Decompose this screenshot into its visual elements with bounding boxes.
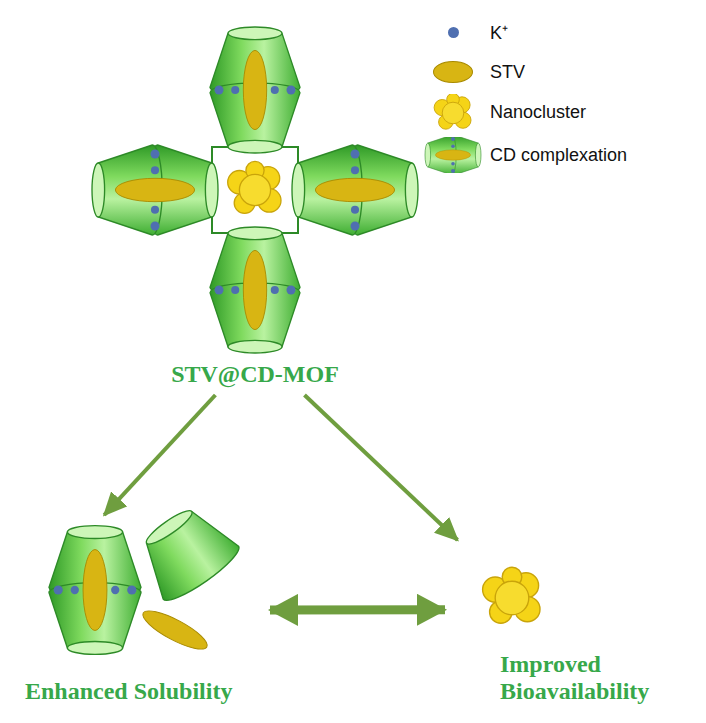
solubility-panel: Enhanced Solubility bbox=[15, 515, 270, 710]
legend-swatch bbox=[433, 61, 473, 83]
legend-swatch bbox=[448, 27, 459, 38]
flow-arrow bbox=[305, 395, 458, 540]
legend-entry: Nanocluster bbox=[422, 92, 702, 132]
panel-label: Improved Bioavailability bbox=[500, 651, 695, 706]
cd-complex-symbol bbox=[422, 137, 484, 173]
legend-label: STV bbox=[490, 62, 525, 83]
panel-label: STV@CD-MOF bbox=[90, 361, 420, 389]
legend-label: Nanocluster bbox=[490, 102, 586, 123]
legend-sample bbox=[422, 14, 484, 50]
legend-label: K⁺ bbox=[490, 20, 508, 44]
legend-sample bbox=[422, 137, 484, 173]
nanocluster-symbol bbox=[422, 94, 484, 130]
panel-label: Enhanced Solubility bbox=[25, 678, 270, 706]
legend-label: CD complexation bbox=[490, 145, 627, 166]
legend-sample bbox=[422, 94, 484, 130]
legend-entry: K⁺ bbox=[422, 12, 702, 52]
legend-entry: STV bbox=[422, 52, 702, 92]
mof-structure: STV@CD-MOF bbox=[90, 20, 420, 395]
flow-arrow bbox=[270, 605, 445, 614]
bioavailability-panel: Improved Bioavailability bbox=[445, 540, 695, 710]
legend-sample bbox=[422, 54, 484, 90]
legend: K⁺ STV Nanocluster CD complexation bbox=[422, 12, 702, 178]
flow-arrow bbox=[104, 395, 215, 515]
legend-entry: CD complexation bbox=[422, 132, 702, 178]
